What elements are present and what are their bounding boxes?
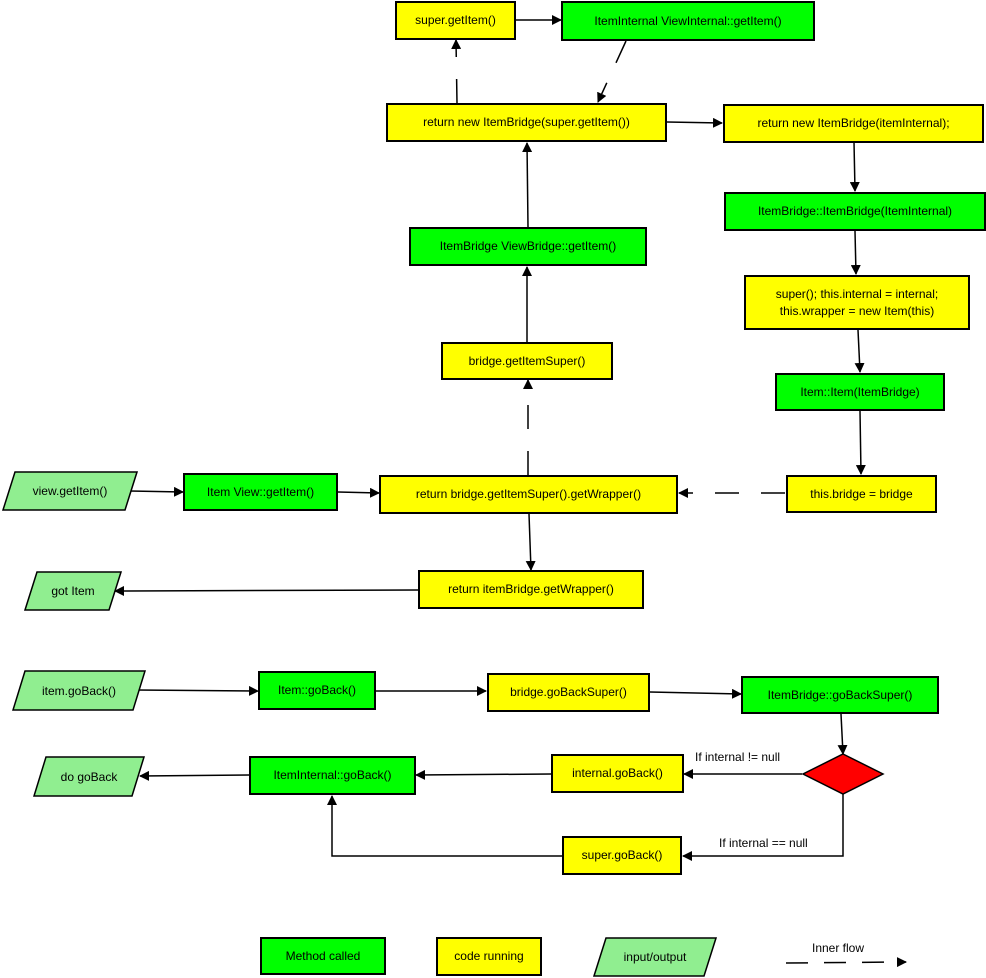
- io-do-goback-label: do goBack: [60, 769, 118, 784]
- edge-item-goback-to-goback: [135, 685, 259, 696]
- node-internal-goback: internal.goBack(): [551, 754, 684, 793]
- edge-ctor-to-super-this: [850, 230, 861, 275]
- io-item-goback-label: item.goBack(): [41, 683, 117, 698]
- parallelogram-shape: [33, 756, 145, 797]
- edge-bridge-gobacksuper-to-itembridge-gobacksuper: [649, 688, 742, 699]
- parallelogram-shape: [24, 571, 122, 611]
- io-got-item-label: got Item: [51, 584, 95, 598]
- edge-internal-goback-to-iteminternal-goback: [415, 769, 552, 780]
- node-super-getitem: super.getItem(): [395, 1, 516, 40]
- node-super-this-internal: super(); this.internal = internal; this.…: [744, 275, 970, 330]
- node-this-bridge: this.bridge = bridge: [786, 475, 937, 513]
- io-got-item: got Item: [24, 571, 122, 611]
- node-return-new-itembridge-super: return new ItemBridge(super.getItem()): [386, 103, 667, 142]
- parallelogram-shape: [2, 471, 138, 511]
- node-return-new-itembridge-internal: return new ItemBridge(itemInternal);: [723, 104, 984, 143]
- edge-item-view-to-return-bridge: [337, 487, 380, 498]
- node-itembridge-viewbridge-getitem: ItemBridge ViewBridge::getItem(): [409, 227, 647, 266]
- edge-itembridge-gobacksuper-to-decision: [837, 713, 848, 755]
- edge-iteminternal-goback-to-do-goback: [139, 770, 250, 781]
- node-item-goback: Item::goBack(): [258, 671, 376, 710]
- edge-getwrapper-to-got-item: [114, 585, 419, 596]
- node-return-bridge-getitemsuper-getwrapper: return bridge.getItemSuper().getWrapper(…: [379, 475, 678, 514]
- edge-return-internal-to-ctor: [849, 141, 860, 192]
- node-item-view-getitem: Item View::getItem(): [183, 473, 338, 511]
- legend-code-running: code running: [436, 937, 542, 976]
- node-return-itembridge-getwrapper: return itemBridge.getWrapper(): [418, 570, 644, 609]
- edge-view-getitem-to-item-view: [129, 486, 184, 497]
- io-view-getitem: view.getItem(): [2, 471, 138, 511]
- edge-label-if-null: If internal == null: [719, 836, 808, 850]
- node-itembridge-gobacksuper: ItemBridge::goBackSuper(): [741, 676, 939, 714]
- io-item-goback: item.goBack(): [12, 670, 146, 711]
- edge-super-goback-to-iteminternal-goback: [327, 795, 562, 857]
- node-itembridge-ctor: ItemBridge::ItemBridge(ItemInternal): [724, 192, 986, 231]
- parallelogram-shape: [12, 670, 146, 711]
- edge-return-bridge-to-getwrapper: [525, 513, 536, 571]
- node-bridge-gobacksuper: bridge.goBackSuper(): [487, 673, 650, 712]
- io-view-getitem-label: view.getItem(): [32, 484, 108, 498]
- parallelogram-shape: [593, 937, 717, 977]
- node-item-ctor: Item::Item(ItemBridge): [775, 373, 945, 411]
- legend-inner-flow-arrow: [785, 957, 907, 968]
- io-do-goback: do goBack: [33, 756, 145, 797]
- legend-input-output: input/output: [593, 937, 717, 977]
- inner-flow-return-super-to-super-getitem: [451, 39, 462, 104]
- edge-label-if-not-null: If internal != null: [695, 750, 781, 764]
- inner-flow-internal-getitem-to-return-super: [597, 40, 627, 103]
- node-iteminternal-goback: ItemInternal::goBack(): [249, 756, 416, 795]
- edge-decision-to-super-goback: [682, 794, 844, 861]
- legend-input-output-label: input/output: [623, 950, 687, 964]
- edge-item-ctor-to-this-bridge: [855, 410, 866, 475]
- legend-inner-flow-label: Inner flow: [812, 941, 865, 955]
- node-bridge-getitemsuper: bridge.getItemSuper(): [441, 342, 613, 380]
- decision-diamond: [801, 753, 885, 795]
- edge-super-this-to-item-ctor: [854, 329, 865, 373]
- node-super-goback: super.goBack(): [562, 836, 682, 875]
- edge-return-super-to-return-internal: [666, 117, 723, 128]
- edge-viewbridge-to-return-super: [522, 142, 533, 228]
- node-iteminternal-viewinternal-getitem: ItemInternal ViewInternal::getItem(): [561, 1, 815, 41]
- legend-method-called: Method called: [260, 937, 386, 975]
